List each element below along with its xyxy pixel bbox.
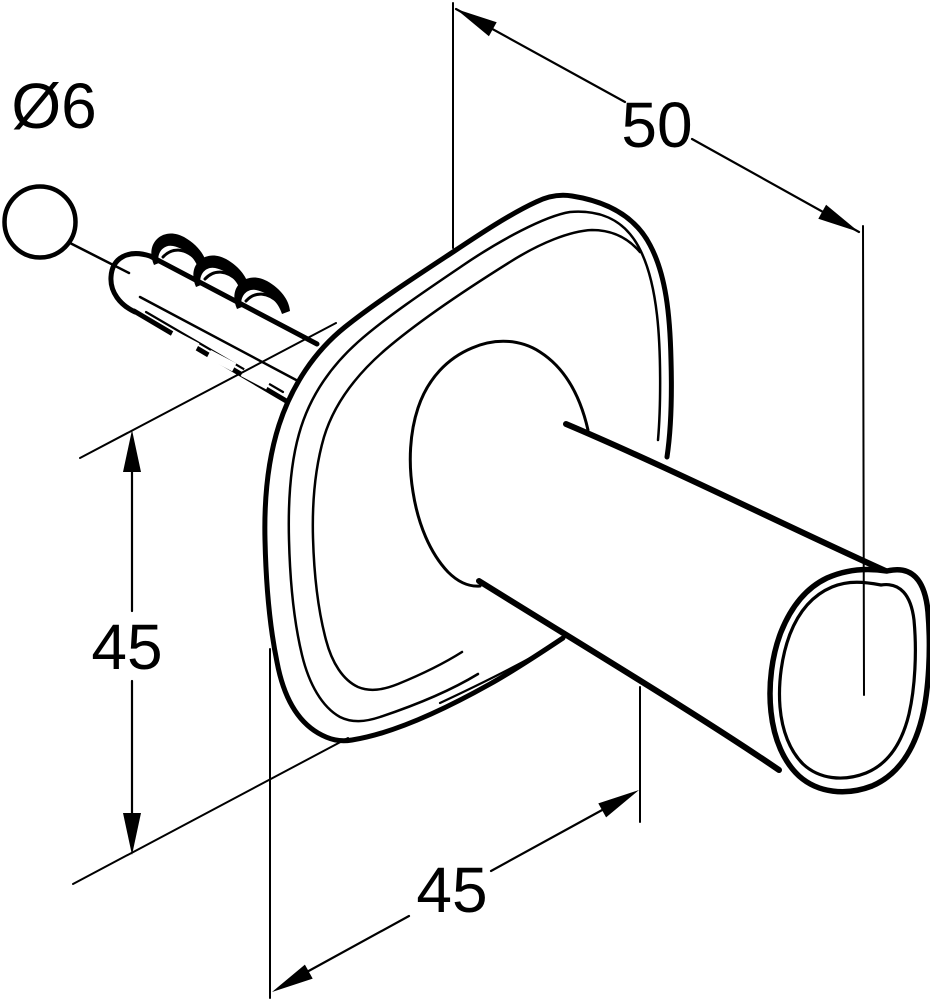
- plate-inner-contour-1: [287, 210, 662, 723]
- depth-arrowhead-right: [818, 204, 859, 232]
- wall-plug: [108, 233, 320, 405]
- wall-plug-slot: [206, 350, 237, 372]
- depth-dimension-label: 50: [621, 89, 692, 161]
- hook-end-face: [767, 566, 930, 795]
- wall-plug-ridge-line: [138, 295, 300, 383]
- boss-fill: [410, 341, 588, 587]
- drill-diameter-label: Ø6: [11, 70, 96, 142]
- dimension-depth-50: 50: [452, 2, 865, 696]
- mounting-boss: [408, 339, 590, 588]
- dimension-height-45: 45: [72, 322, 349, 885]
- depth-arrowhead-left: [456, 9, 497, 37]
- wall-plug-slot: [169, 330, 200, 352]
- height-dimension-label: 45: [91, 611, 162, 683]
- end-face-chamfer-contour: [777, 580, 917, 780]
- width-dimension-line: [303, 807, 606, 975]
- wall-plug-fin: [193, 255, 249, 292]
- wall-plug-fin-highlight: [161, 248, 198, 261]
- height-arrowhead-top: [123, 430, 141, 472]
- end-face-outer-contour: [767, 566, 930, 795]
- dimension-width-45: 45: [269, 648, 641, 999]
- plate-inner-contour-2: [311, 228, 642, 692]
- width-arrowhead-left: [272, 964, 313, 992]
- wall-plug-top-edge: [147, 253, 320, 347]
- wall-plug-nose-cap: [108, 251, 153, 315]
- drill-hole-circle: [2, 184, 78, 260]
- width-dimension-label: 45: [416, 854, 487, 926]
- drill-hole-callout: Ø6: [2, 70, 131, 275]
- wall-plug-slot: [240, 368, 271, 390]
- depth-extension-line-right: [862, 225, 865, 696]
- drill-hole-leader-line: [68, 241, 131, 275]
- boss-contour: [408, 339, 590, 588]
- wall-plug-fin-highlight: [244, 292, 281, 305]
- wall-plug-fin: [151, 233, 207, 270]
- width-arrowhead-right: [598, 790, 639, 818]
- height-extension-line-bottom: [72, 737, 349, 885]
- height-extension-line-top: [79, 322, 337, 459]
- wall-plug-fin: [234, 277, 290, 314]
- wall-plug-fin-highlight: [203, 270, 240, 283]
- hook-top-silhouette: [563, 421, 893, 576]
- end-face-fill: [770, 569, 930, 792]
- plate-outer-contour: [262, 192, 674, 744]
- plate-bottom-edge-line: [438, 641, 559, 705]
- height-arrowhead-bottom: [123, 813, 141, 855]
- hook-bottom-silhouette: [476, 578, 782, 773]
